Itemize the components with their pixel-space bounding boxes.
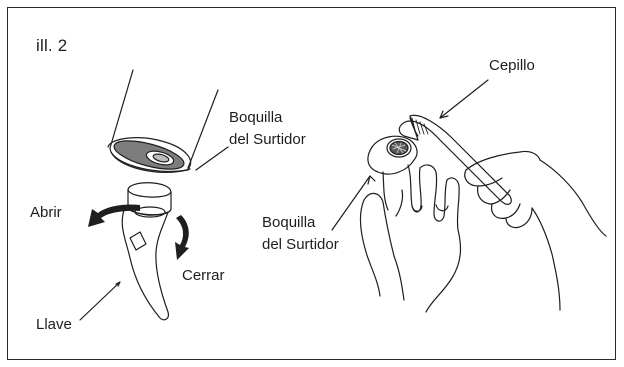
right-hand	[465, 151, 606, 310]
left-leader-lines	[80, 147, 228, 320]
figure-label: ill. 2	[36, 36, 67, 56]
label-cepillo: Cepillo	[489, 56, 535, 75]
faucet-spout	[108, 70, 218, 175]
right-leader-lines	[332, 80, 488, 230]
label-boquilla-left-1: Boquilla	[229, 108, 282, 127]
key-tool	[122, 207, 168, 320]
held-nozzle	[368, 136, 417, 174]
toothbrush	[399, 115, 511, 204]
label-boquilla-right-1: Boquilla	[262, 213, 315, 232]
label-abrir: Abrir	[30, 203, 62, 222]
left-hand	[360, 165, 460, 312]
label-boquilla-right-2: del Surtidor	[262, 235, 339, 254]
label-cerrar: Cerrar	[182, 266, 225, 285]
label-boquilla-left-2: del Surtidor	[229, 130, 306, 149]
label-llave: Llave	[36, 315, 72, 334]
